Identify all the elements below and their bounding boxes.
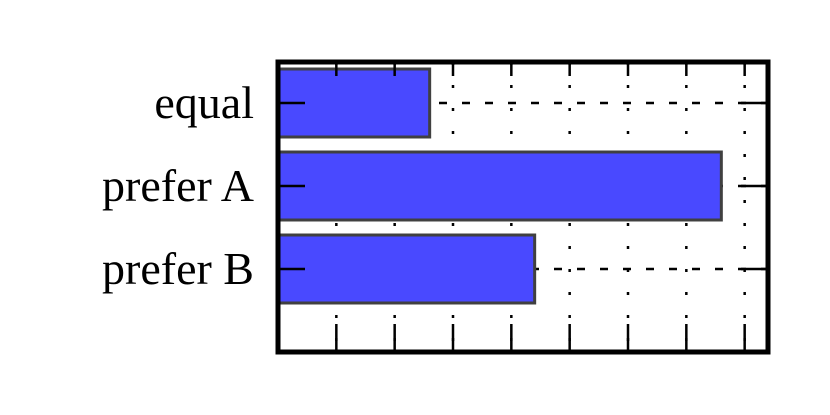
bars [276,67,723,305]
y-label-prefer-b: prefer B [102,243,254,294]
plot-frame [275,59,771,355]
y-label-prefer-a: prefer A [102,160,254,211]
y-axis-labels: equal prefer A prefer B [102,77,254,294]
bar-prefer-b [276,233,537,305]
bar-prefer-a [276,150,723,222]
y-label-equal: equal [154,77,254,128]
